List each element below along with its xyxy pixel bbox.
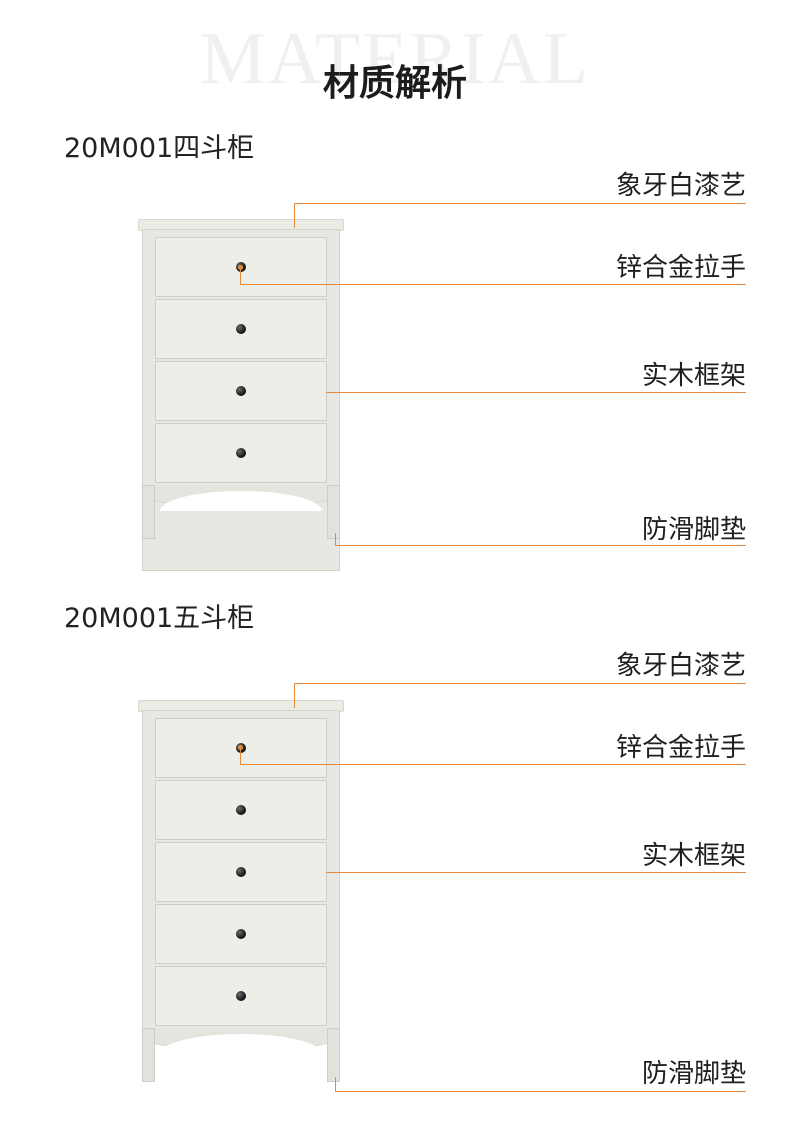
leader-line [240, 284, 746, 285]
dresser-leg-left [142, 485, 155, 539]
drawer-knob [236, 386, 246, 396]
drawer [155, 904, 327, 964]
drawer-knob [236, 448, 246, 458]
callout-frame: 实木框架 [641, 841, 746, 871]
leader-line [240, 267, 241, 284]
section-five-drawer: 20M001五斗柜 象牙白漆艺 锌合金拉手 实木框架 防滑脚垫 [0, 605, 790, 1105]
leader-line [335, 1077, 336, 1091]
callout-frame: 实木框架 [641, 361, 746, 391]
callout-finish: 象牙白漆艺 [615, 171, 746, 201]
apron-arch [160, 1034, 322, 1054]
background-word-material: MATERIAL [199, 18, 591, 100]
dresser-leg-right [327, 485, 340, 539]
drawer-knob [236, 867, 246, 877]
leader-line [335, 1091, 746, 1092]
drawer [155, 842, 327, 902]
drawer [155, 423, 327, 483]
section-title: 20M001四斗柜 [64, 133, 255, 164]
leader-line [240, 764, 746, 765]
drawer [155, 780, 327, 840]
section-four-drawer: 20M001四斗柜 象牙白漆艺 锌合金拉手 实木框架 防滑脚垫 [0, 135, 790, 635]
drawer-knob [236, 929, 246, 939]
drawer [155, 299, 327, 359]
callout-foot-pad: 防滑脚垫 [641, 515, 746, 545]
drawer [155, 361, 327, 421]
leader-line [335, 545, 746, 546]
drawer [155, 966, 327, 1026]
leader-line [240, 747, 241, 764]
leader-line [326, 872, 746, 873]
leader-line [326, 392, 746, 393]
drawer-knob [236, 991, 246, 1001]
drawer-knob [236, 324, 246, 334]
dresser-image [138, 700, 344, 1082]
callout-foot-pad: 防滑脚垫 [641, 1059, 746, 1089]
section-title: 20M001五斗柜 [64, 603, 255, 634]
drawer-knob [236, 805, 246, 815]
leader-line [294, 203, 746, 204]
leader-line [335, 533, 336, 545]
dresser-image [138, 219, 344, 571]
apron-arch [160, 491, 322, 511]
dresser-leg-right [327, 1028, 340, 1082]
leader-line [294, 683, 746, 684]
leader-dot [238, 265, 243, 270]
leader-line [294, 683, 295, 708]
dresser-leg-left [142, 1028, 155, 1082]
leader-line [294, 203, 295, 228]
callout-handle: 锌合金拉手 [615, 253, 746, 283]
callout-finish: 象牙白漆艺 [615, 651, 746, 681]
page-title: 材质解析 [322, 63, 467, 104]
leader-dot [238, 745, 243, 750]
callout-handle: 锌合金拉手 [615, 733, 746, 763]
